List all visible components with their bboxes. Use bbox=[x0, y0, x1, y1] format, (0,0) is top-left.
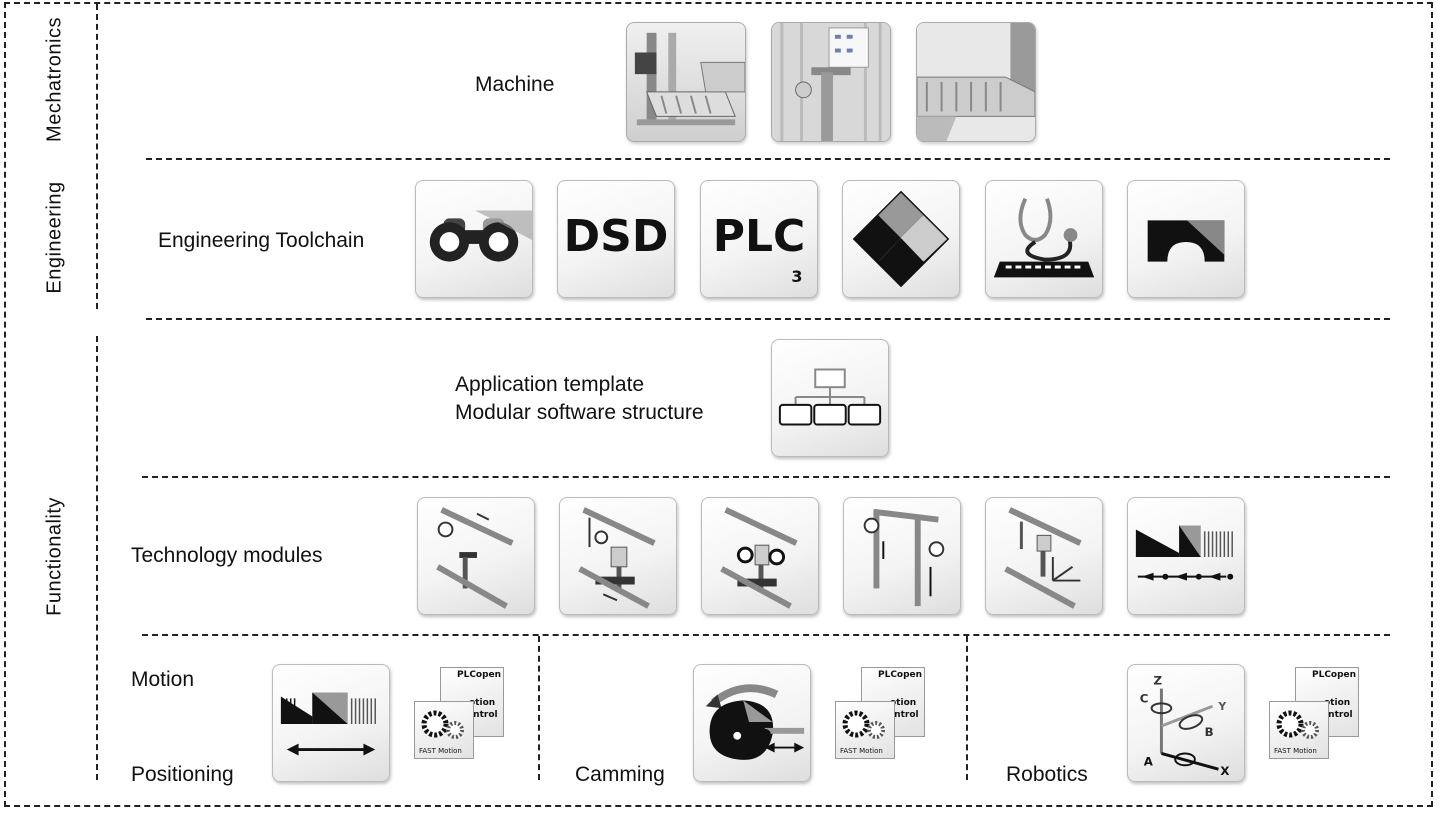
robot-axis-y-label: Y bbox=[1217, 700, 1226, 713]
section-label-robotics: Robotics bbox=[1006, 763, 1088, 786]
diamond-icon[interactable] bbox=[842, 180, 960, 298]
row-label-toolchain: Engineering Toolchain bbox=[158, 229, 365, 252]
side-divider-top bbox=[96, 4, 98, 309]
side-divider-bottom bbox=[96, 336, 98, 780]
robotics-icon[interactable]: Z C Y B A X bbox=[1127, 664, 1245, 782]
camming-icon[interactable] bbox=[693, 664, 811, 782]
binoculars-icon[interactable] bbox=[415, 180, 533, 298]
section-label-camming: Camming bbox=[575, 763, 665, 786]
motion-divider-1 bbox=[538, 636, 540, 780]
plcopen-title: PLCopen bbox=[457, 670, 502, 680]
tech-module-portal-icon[interactable] bbox=[843, 497, 961, 615]
side-label-engineering: Engineering bbox=[43, 181, 66, 294]
diagram-frame bbox=[4, 2, 1433, 807]
row-divider-4 bbox=[142, 634, 1390, 636]
robot-axis-z-label: Z bbox=[1154, 674, 1163, 688]
fast-motion-label: FAST Motion bbox=[840, 747, 883, 755]
tech-module-xyz-icon[interactable] bbox=[985, 497, 1103, 615]
plc-label: PLC bbox=[712, 211, 806, 262]
dsd-icon[interactable]: DSD bbox=[557, 180, 675, 298]
plcopen-title: PLCopen bbox=[878, 670, 923, 680]
side-label-functionality: Functionality bbox=[43, 497, 66, 616]
robot-axis-c-label: C bbox=[1140, 691, 1149, 705]
plcopen-motion-a: otion bbox=[1324, 698, 1351, 708]
robot-axis-a-label: A bbox=[1144, 754, 1154, 768]
machine-photo-tower bbox=[771, 22, 891, 142]
fast-motion-label: FAST Motion bbox=[419, 747, 462, 755]
plcopen-motion-b: ontrol bbox=[467, 710, 498, 720]
fast-motion-label: FAST Motion bbox=[1274, 747, 1317, 755]
row-divider-3 bbox=[142, 476, 1390, 478]
robot-axis-x-label: X bbox=[1220, 764, 1229, 778]
stethoscope-keyboard-icon[interactable] bbox=[985, 180, 1103, 298]
section-label-positioning: Positioning bbox=[131, 763, 234, 786]
motion-divider-2 bbox=[966, 636, 968, 780]
tech-module-sequence-icon[interactable] bbox=[1127, 497, 1245, 615]
plc-sub-label: 3 bbox=[791, 267, 803, 286]
plcopen-title: PLCopen bbox=[1312, 670, 1357, 680]
positioning-icon[interactable] bbox=[272, 664, 390, 782]
structure-icon[interactable] bbox=[771, 339, 889, 457]
machine-photo-lift bbox=[626, 22, 746, 142]
row-label-template-1: Application template bbox=[455, 373, 645, 396]
plcopen-motion-a: otion bbox=[469, 698, 496, 708]
plcopen-motion-b: ontrol bbox=[1322, 710, 1353, 720]
plcopen-motion-b: ontrol bbox=[888, 710, 919, 720]
plcopen-badge-positioning: PLCopen otion ontrol FAST Motion bbox=[414, 667, 506, 763]
dsd-label: DSD bbox=[563, 211, 669, 262]
tech-module-gantry-1-icon[interactable] bbox=[417, 497, 535, 615]
machine-photo-conveyor bbox=[916, 22, 1036, 142]
plcopen-badge-robotics: PLCopen otion ontrol FAST Motion bbox=[1269, 667, 1361, 763]
robot-axis-b-label: B bbox=[1205, 725, 1214, 739]
bridge-icon[interactable] bbox=[1127, 180, 1245, 298]
row-label-motion: Motion bbox=[131, 668, 195, 691]
row-label-machine: Machine bbox=[475, 73, 555, 96]
plcopen-badge-camming: PLCopen otion ontrol FAST Motion bbox=[835, 667, 927, 763]
row-label-technology: Technology modules bbox=[131, 544, 323, 567]
row-divider-1 bbox=[146, 158, 1390, 160]
row-label-template-2: Modular software structure bbox=[455, 401, 704, 424]
tech-module-gantry-3-icon[interactable] bbox=[701, 497, 819, 615]
plc-icon[interactable]: PLC 3 bbox=[700, 180, 818, 298]
tech-module-gantry-2-icon[interactable] bbox=[559, 497, 677, 615]
plcopen-motion-a: otion bbox=[890, 698, 917, 708]
side-label-mechatronics: Mechatronics bbox=[43, 17, 66, 142]
row-divider-2 bbox=[146, 318, 1390, 320]
